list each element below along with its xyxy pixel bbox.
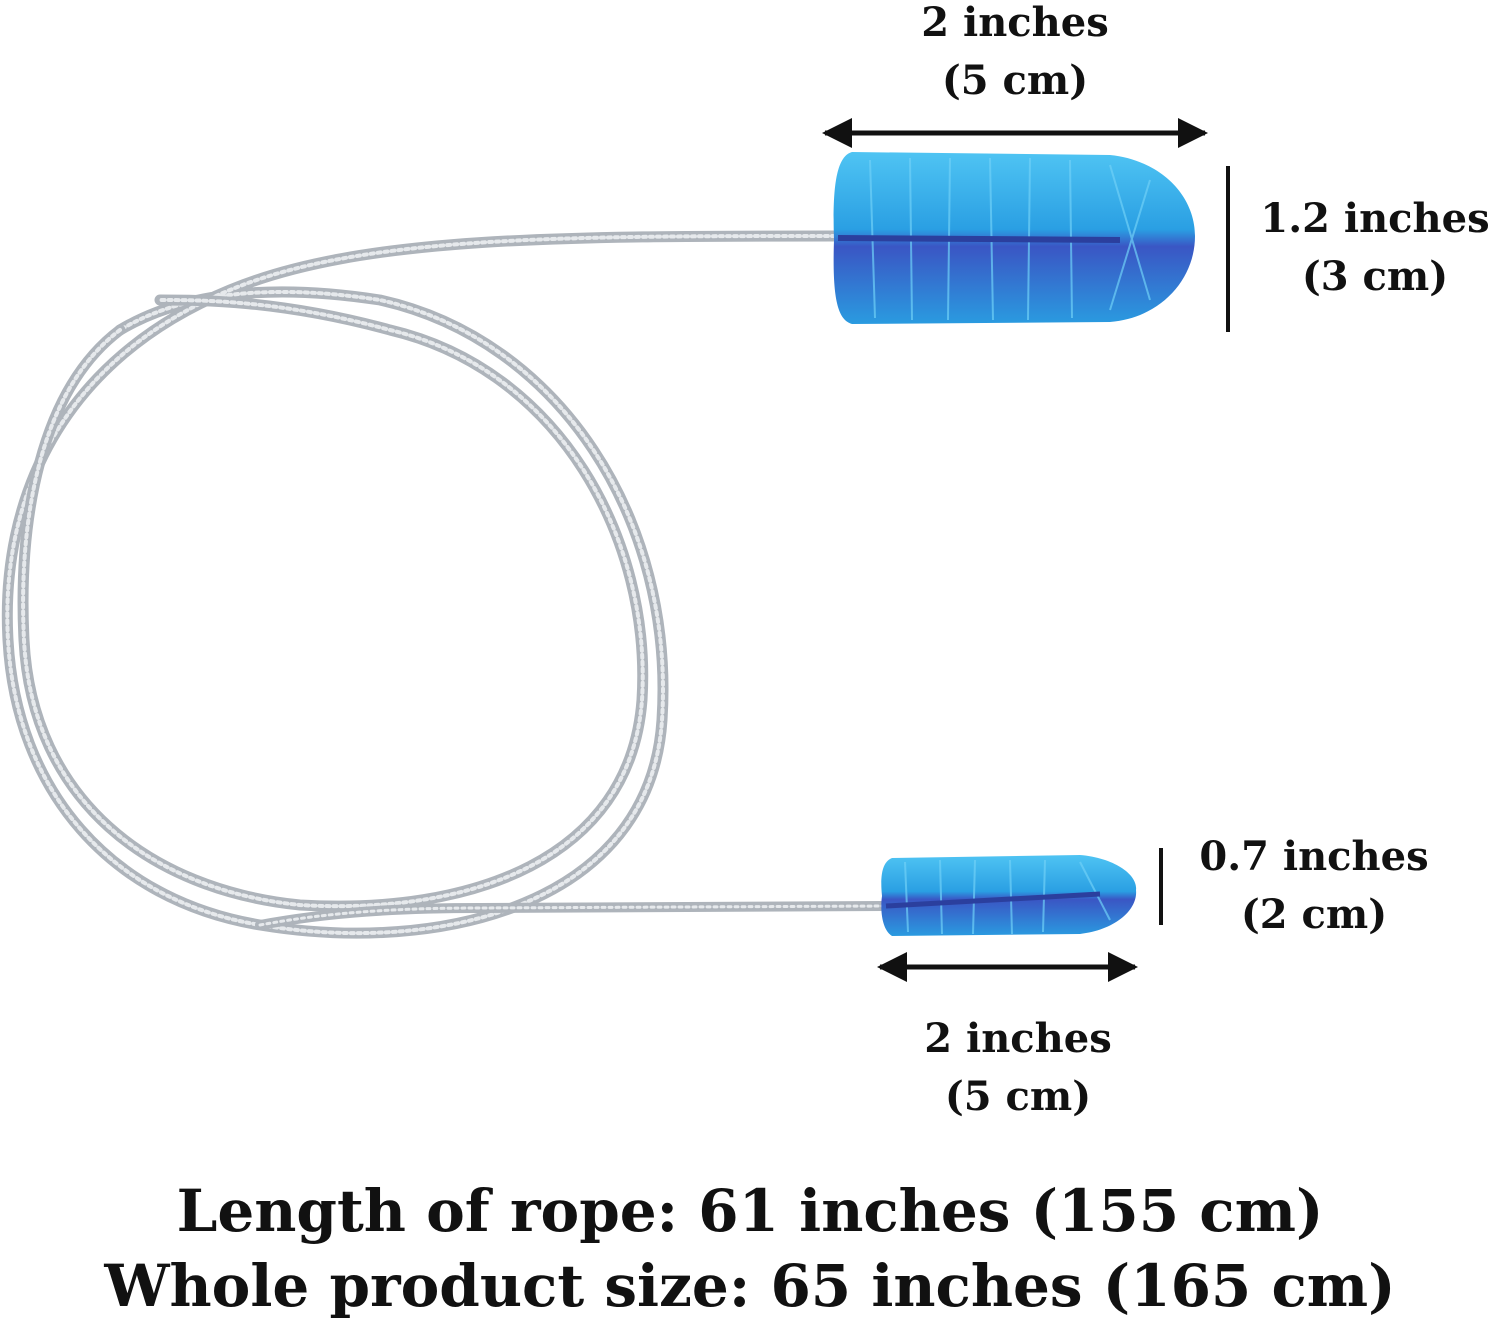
product-size-caption: Whole product size: 65 inches (165 cm) bbox=[104, 1252, 1396, 1320]
small-brush-diameter-label: 0.7 inches (2 cm) bbox=[1180, 828, 1448, 944]
large-brush-diameter-cm: (3 cm) bbox=[1301, 253, 1449, 300]
large-brush-length-label: 2 inches (5 cm) bbox=[865, 0, 1165, 110]
large-brush-diameter-inches: 1.2 inches bbox=[1260, 195, 1490, 242]
small-brush-length-inches: 2 inches bbox=[924, 1015, 1112, 1062]
wire-rope bbox=[1, 230, 889, 939]
large-brush-length-cm: (5 cm) bbox=[941, 57, 1089, 104]
large-brush-diameter-label: 1.2 inches (3 cm) bbox=[1250, 190, 1500, 306]
small-brush-head bbox=[881, 855, 1137, 936]
small-brush-diameter-cm: (2 cm) bbox=[1240, 891, 1388, 938]
small-brush-length-label: 2 inches (5 cm) bbox=[868, 1010, 1168, 1126]
large-brush-length-inches: 2 inches bbox=[921, 0, 1109, 46]
rope-length-caption: Length of rope: 61 inches (155 cm) bbox=[176, 1177, 1324, 1245]
small-brush-length-cm: (5 cm) bbox=[944, 1073, 1092, 1120]
small-brush-diameter-inches: 0.7 inches bbox=[1199, 833, 1429, 880]
large-brush-head bbox=[833, 152, 1195, 324]
wire-tail bbox=[255, 901, 889, 930]
